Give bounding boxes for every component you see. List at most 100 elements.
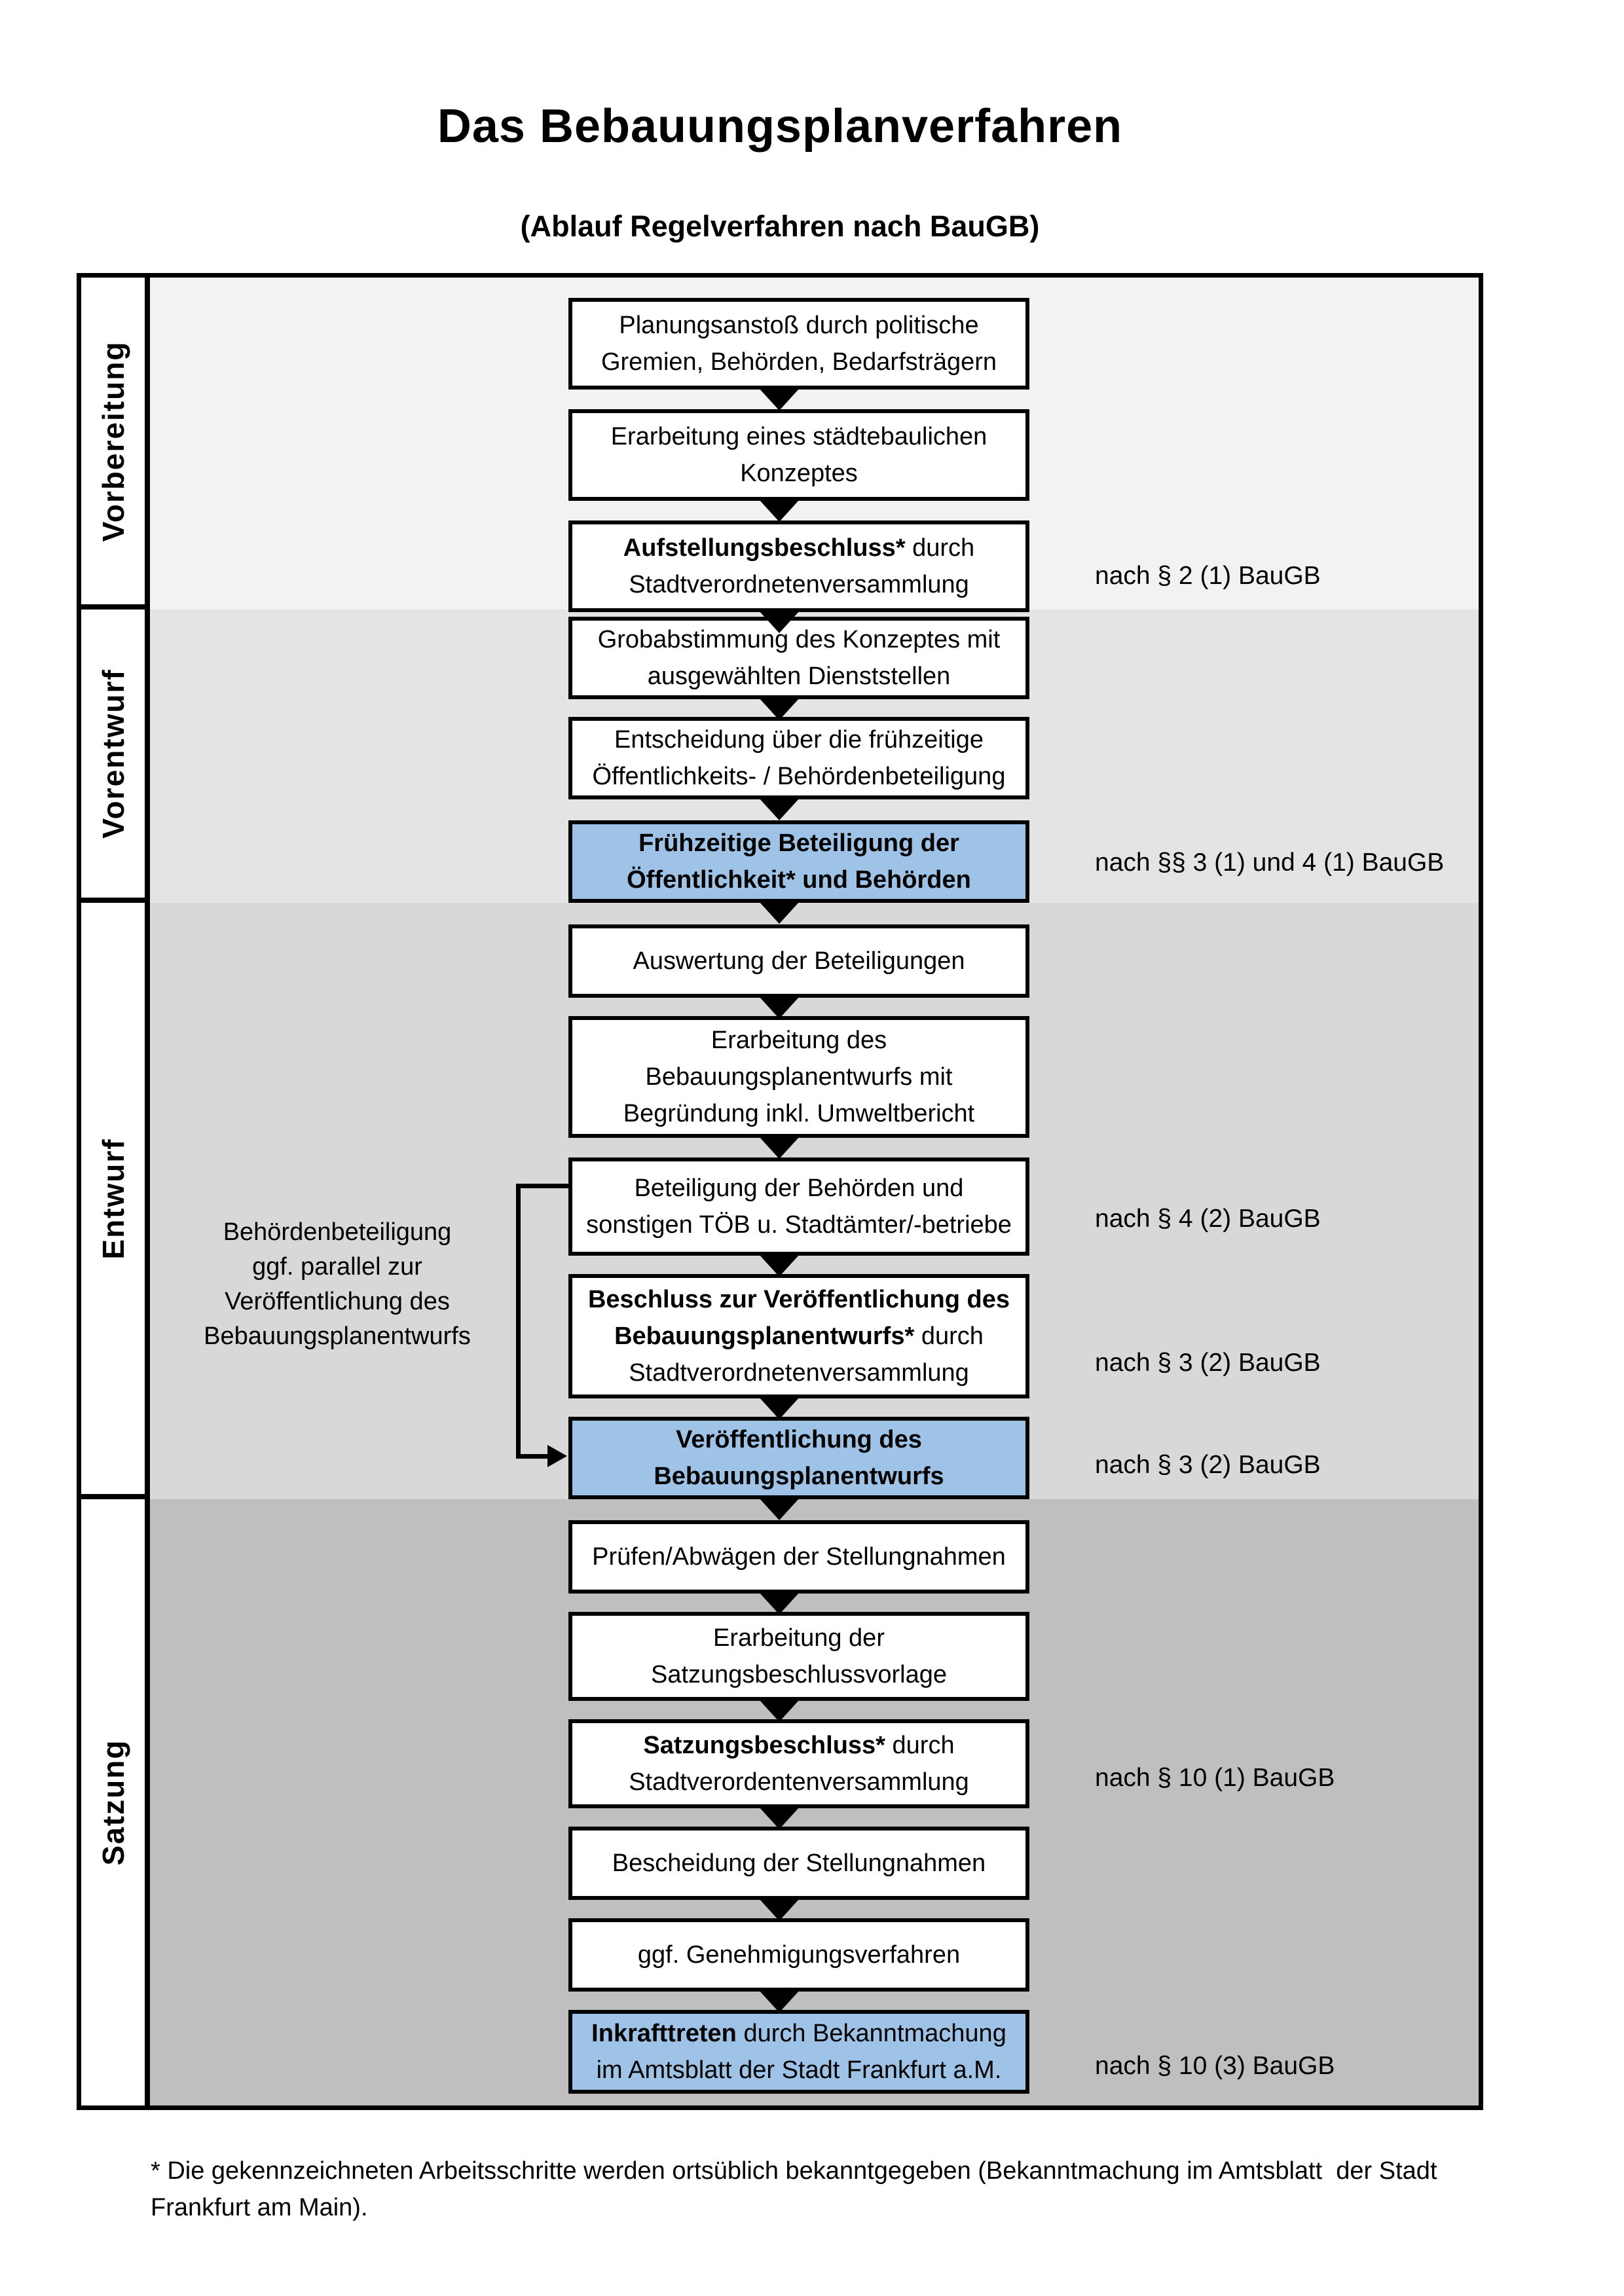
law-reference: nach §§ 3 (1) und 4 (1) BauGB: [1095, 848, 1445, 877]
process-box-line: Veröffentlichung des: [676, 1421, 922, 1458]
process-box-text: Satzungsbeschluss*: [643, 1732, 885, 1759]
process-box: Prüfen/Abwägen der Stellungnahmen: [568, 1520, 1029, 1594]
process-box-text: durch: [914, 1322, 984, 1350]
side-annotation-line: Veröffentlichung des: [225, 1288, 450, 1315]
process-box-text: Entscheidung über die frühzeitige: [614, 726, 984, 754]
process-box-line: Konzeptes: [740, 455, 858, 492]
arrow-down-icon: [759, 1254, 800, 1277]
arrow-down-icon: [759, 500, 800, 522]
phase-label: Vorbereitung: [96, 340, 130, 541]
process-box-text: Erarbeitung der: [713, 1624, 885, 1652]
process-box-text: Bebauungsplanentwurfs: [654, 1463, 944, 1490]
process-box-text: Auswertung der Beteiligungen: [633, 947, 965, 975]
process-box-line: Erarbeitung des: [711, 1022, 887, 1059]
law-reference: nach § 3 (2) BauGB: [1095, 1349, 1321, 1377]
process-box-line: Öffentlichkeit* und Behörden: [627, 862, 971, 898]
law-reference: nach § 3 (2) BauGB: [1095, 1451, 1321, 1479]
process-box: Auswertung der Beteiligungen: [568, 924, 1029, 998]
process-box-text: Konzeptes: [740, 460, 858, 487]
process-box-line: Begründung inkl. Umweltbericht: [623, 1095, 975, 1132]
process-box-text: Erarbeitung eines städtebaulichen: [610, 423, 987, 450]
process-box-text: Stadtverordnetenversammlung: [629, 1359, 969, 1387]
process-box-line: Prüfen/Abwägen der Stellungnahmen: [592, 1539, 1006, 1575]
process-box-line: Erarbeitung eines städtebaulichen: [611, 418, 987, 455]
law-reference: nach § 10 (1) BauGB: [1095, 1764, 1335, 1792]
arrow-down-icon: [759, 1899, 800, 1921]
process-box-text: ausgewählten Dienststellen: [647, 663, 951, 690]
bracket-connector-bottom: [516, 1454, 549, 1459]
process-box-text: Bebauungsplanentwurfs mit: [645, 1063, 953, 1091]
process-box-text: im Amtsblatt der Stadt Frankfurt a.M.: [596, 2056, 1002, 2084]
process-box-line: Stadtverordnetenversammlung: [629, 566, 969, 603]
phase-label-cell-satzung: Satzung: [81, 1499, 145, 2105]
process-box-line: Satzungsbeschlussvorlage: [651, 1656, 947, 1693]
side-annotation: Behördenbeteiligung ggf. parallel zur Ve…: [185, 1215, 489, 1354]
phase-label: Satzung: [96, 1739, 130, 1866]
process-box-text: Öffentlichkeits- / Behördenbeteiligung: [592, 763, 1006, 790]
process-box-line: Satzungsbeschluss* durch: [643, 1727, 954, 1764]
bracket-connector-vertical: [516, 1184, 521, 1459]
side-annotation-line: Behördenbeteiligung: [223, 1218, 452, 1246]
phase-label-cell-entwurf: Entwurf: [81, 903, 145, 1499]
process-box-text: Inkrafttreten: [591, 2020, 737, 2047]
arrow-down-icon: [759, 1397, 800, 1419]
arrow-down-icon: [759, 1807, 800, 1829]
process-box: ggf. Genehmigungsverfahren: [568, 1918, 1029, 1992]
process-box-line: im Amtsblatt der Stadt Frankfurt a.M.: [597, 2052, 1002, 2088]
process-box-line: Planungsanstoß durch politische: [619, 307, 978, 344]
arrow-down-icon: [759, 1498, 800, 1520]
process-box-line: ausgewählten Dienststellen: [648, 658, 951, 695]
process-box-text: Beteiligung der Behörden und: [634, 1175, 964, 1202]
process-box-line: Gremien, Behörden, Bedarfsträgern: [601, 344, 997, 380]
process-box-line: Stadtverordnetenversammlung: [629, 1355, 969, 1391]
process-box-text: Beschluss zur Veröffentlichung des: [587, 1286, 1010, 1313]
arrow-down-icon: [759, 798, 800, 820]
arrow-down-icon: [759, 1137, 800, 1159]
process-box-line: Bescheidung der Stellungnahmen: [612, 1845, 986, 1882]
arrow-down-icon: [759, 996, 800, 1019]
process-box-line: Beschluss zur Veröffentlichung des: [588, 1281, 1010, 1318]
arrow-down-icon: [759, 1592, 800, 1614]
arrow-down-icon: [759, 1700, 800, 1722]
process-box-text: ggf. Genehmigungsverfahren: [637, 1941, 961, 1969]
process-box-text: Öffentlichkeit* und Behörden: [627, 866, 971, 894]
side-annotation-line: ggf. parallel zur: [252, 1253, 422, 1281]
arrow-down-icon: [759, 611, 800, 633]
process-box-line: Aufstellungsbeschluss* durch: [623, 530, 974, 566]
arrow-down-icon: [759, 902, 800, 924]
process-box-line: Erarbeitung der: [713, 1620, 885, 1656]
process-box-text: durch: [905, 534, 975, 562]
process-box-text: Bescheidung der Stellungnahmen: [612, 1850, 986, 1877]
arrow-right-icon: [547, 1445, 567, 1467]
page-subtitle: (Ablauf Regelverfahren nach BauGB): [520, 210, 1040, 243]
process-box-line: sonstigen TÖB u. Stadtämter/-betriebe: [586, 1207, 1012, 1243]
phase-label: Vorentwurf: [96, 668, 130, 839]
process-box: Beteiligung der Behörden und sonstigen TÖ…: [568, 1157, 1029, 1256]
process-box-line: Öffentlichkeits- / Behördenbeteiligung: [593, 758, 1006, 795]
process-box: Bescheidung der Stellungnahmen: [568, 1827, 1029, 1900]
process-box-line: Beteiligung der Behörden und: [635, 1170, 964, 1207]
process-box-line: Bebauungsplanentwurfs* durch: [614, 1318, 984, 1355]
bracket-connector-top: [516, 1184, 568, 1188]
process-box-text: Planungsanstoß durch politische: [619, 312, 979, 339]
process-box-text: Satzungsbeschlussvorlage: [650, 1661, 948, 1688]
process-box-text: durch Bekanntmachung: [736, 2020, 1006, 2047]
process-box-text: durch: [885, 1732, 955, 1759]
phase-label-cell-vorentwurf: Vorentwurf: [81, 610, 145, 903]
process-box-line: Auswertung der Beteiligungen: [633, 943, 965, 979]
process-box-line: Bebauungsplanentwurfs: [654, 1458, 944, 1495]
process-box-text: Bebauungsplanentwurfs*: [614, 1322, 915, 1350]
process-box-text: Veröffentlichung des: [676, 1426, 922, 1453]
label-column-divider: [145, 278, 150, 2105]
process-box-text: Prüfen/Abwägen der Stellungnahmen: [592, 1543, 1006, 1571]
process-box-line: Bebauungsplanentwurfs mit: [646, 1059, 953, 1095]
law-reference: nach § 2 (1) BauGB: [1095, 562, 1321, 590]
